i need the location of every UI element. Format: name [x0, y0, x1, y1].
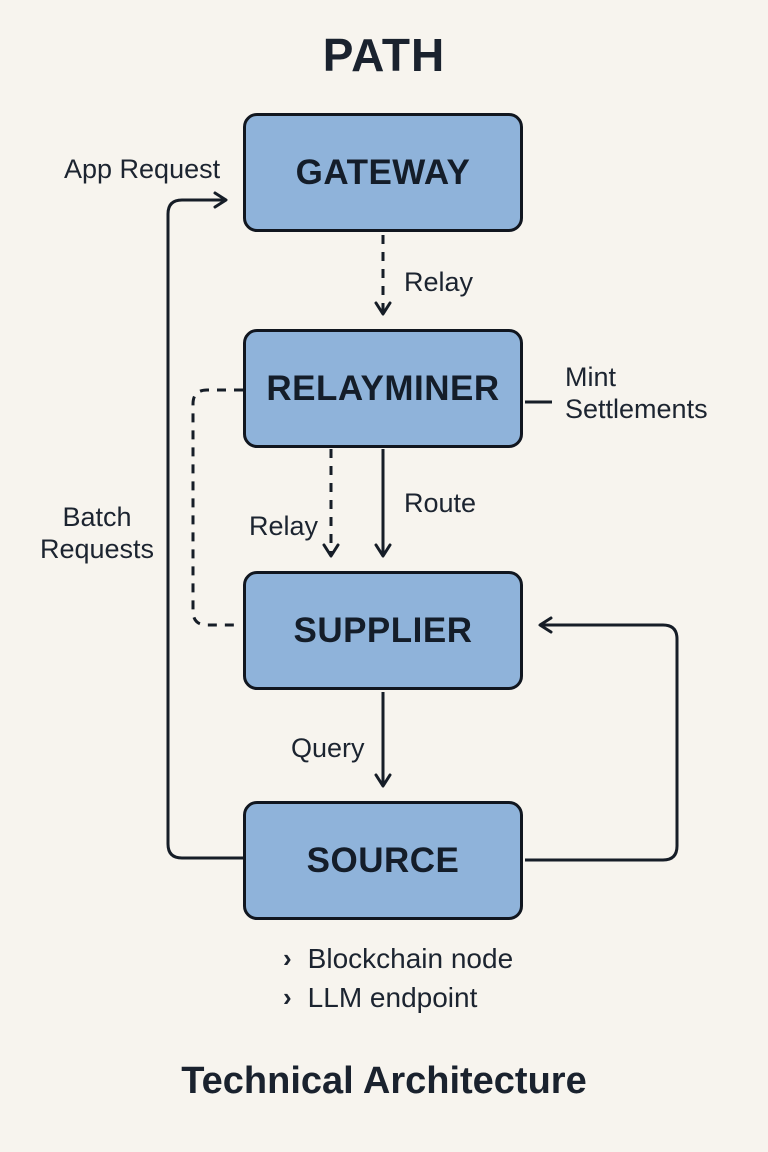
- node-source: SOURCE: [243, 801, 523, 920]
- edge-label-route: Route: [404, 488, 477, 518]
- chevron-right-icon: ›: [283, 943, 292, 973]
- source-endpoint-list: › Blockchain node › LLM endpoint: [283, 943, 513, 1014]
- edge-label-batch-requests: Batch Requests: [39, 502, 155, 565]
- node-relayminer-label: RELAYMINER: [266, 368, 500, 408]
- edge-label-app-request: App Request: [64, 154, 221, 184]
- edge-batch-requests: [191, 388, 243, 627]
- edge-label-mint-settlements: Mint Settlements: [565, 362, 708, 425]
- node-source-label: SOURCE: [306, 840, 460, 880]
- list-item: › Blockchain node: [283, 943, 513, 975]
- edge-label-relay-mid: Relay: [249, 511, 319, 541]
- node-gateway-label: GATEWAY: [295, 152, 471, 192]
- edge-label-relay-top: Relay: [404, 267, 474, 297]
- list-item-label: Blockchain node: [307, 943, 514, 974]
- edge-label-query: Query: [291, 733, 365, 763]
- edge-app-request: [166, 191, 246, 860]
- node-gateway: GATEWAY: [243, 113, 523, 232]
- chevron-right-icon: ›: [283, 982, 292, 1012]
- list-item: › LLM endpoint: [283, 982, 513, 1014]
- node-relayminer: RELAYMINER: [243, 329, 523, 448]
- list-item-label: LLM endpoint: [307, 982, 478, 1013]
- footer-title: Technical Architecture: [181, 1060, 587, 1102]
- node-supplier: SUPPLIER: [243, 571, 523, 690]
- diagram-title: PATH: [322, 29, 446, 81]
- node-supplier-label: SUPPLIER: [293, 610, 473, 650]
- edge-source-feedback: [525, 616, 679, 862]
